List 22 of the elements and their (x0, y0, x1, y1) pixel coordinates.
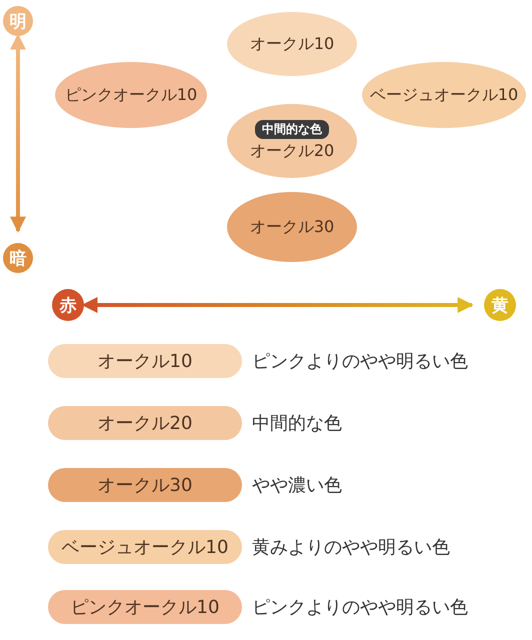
shade-description: やや濃い色 (252, 474, 342, 497)
badge-label: 中間的な色 (255, 120, 329, 139)
axis-end-label: 明 (3, 6, 33, 36)
shade-pill: オークル30 (48, 468, 242, 502)
shade-pill: オークル10 (48, 344, 242, 378)
axis-end-label: 暗 (3, 243, 33, 273)
axis-arrow (10, 34, 26, 233)
shade-description: ピンクよりのやや明るい色 (252, 350, 468, 373)
shade-description: 黄みよりのやや明るい色 (252, 536, 450, 559)
shade-name: ベージュオークル10 (370, 84, 518, 106)
axis-end-label: 黄 (484, 289, 516, 321)
axis-arrow (82, 297, 474, 313)
shade-name: オークル30 (250, 216, 334, 238)
shade-description: 中間的な色 (252, 412, 342, 435)
shade-name: ピンクオークル10 (64, 84, 198, 106)
shade-description: ピンクよりのやや明るい色 (252, 596, 468, 619)
shade-name: オークル20 (250, 141, 334, 162)
axis-end-label: 赤 (52, 289, 84, 321)
shade-pill: ベージュオークル10 (48, 530, 242, 564)
shade-pill: ピンクオークル10 (48, 590, 242, 624)
shade-pill: オークル20 (48, 406, 242, 440)
shade-name: オークル10 (250, 34, 334, 54)
